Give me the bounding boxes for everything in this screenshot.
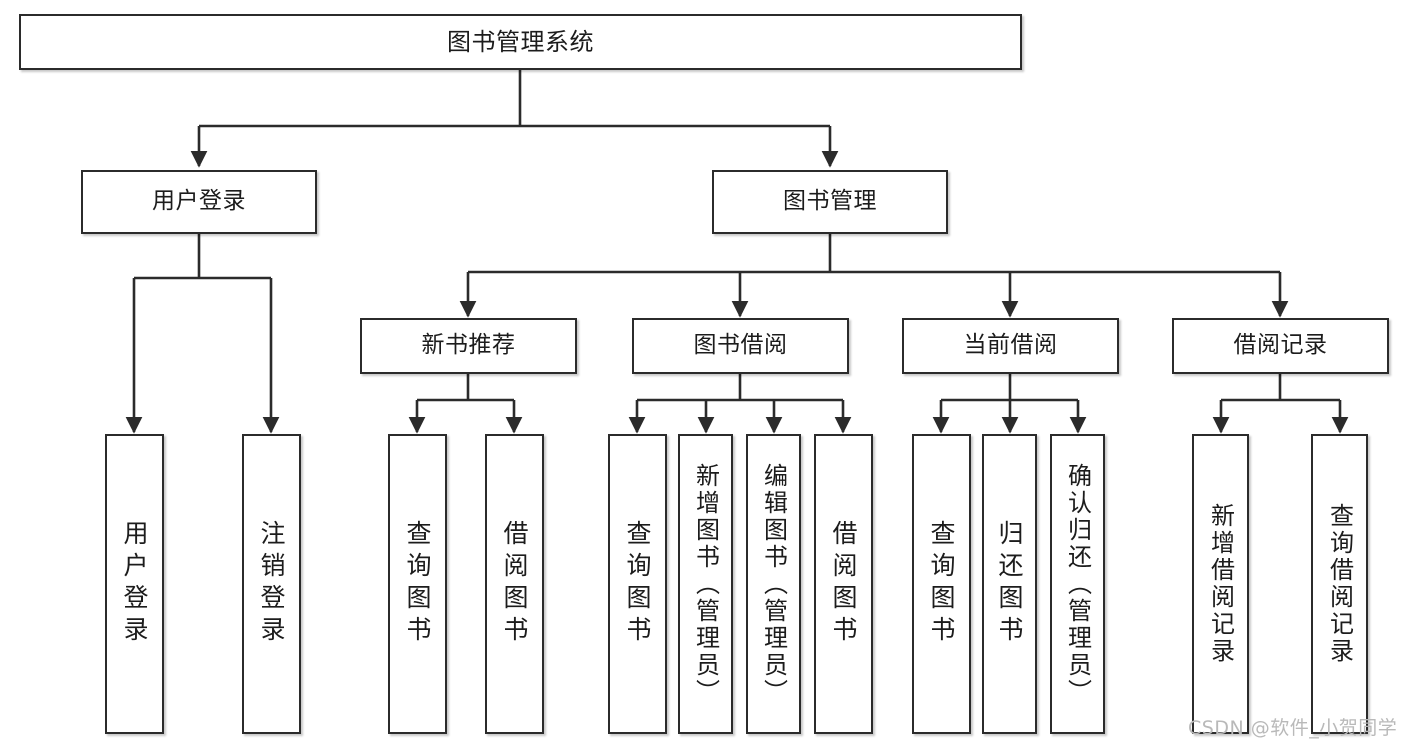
node-label: 图书管理 (783, 188, 877, 215)
node-new-book-recommend[interactable]: 新书推荐 (360, 318, 577, 374)
node-borrow-record[interactable]: 借阅记录 (1172, 318, 1389, 374)
leaf-add-borrow-record[interactable]: 新增借阅记录 (1192, 434, 1249, 734)
node-label: 新书推荐 (421, 332, 516, 359)
node-label: 用户登录 (152, 188, 246, 215)
node-label: 借阅记录 (1233, 332, 1328, 359)
leaf-query-book-borrow[interactable]: 查询图书 (608, 434, 667, 734)
node-book-management[interactable]: 图书管理 (712, 170, 948, 234)
leaf-user-login[interactable]: 用户登录 (105, 434, 164, 734)
node-label: 图书管理系统 (447, 27, 594, 56)
node-label: 编辑图书（管理员） (759, 462, 788, 706)
node-label: 新增图书（管理员） (691, 462, 720, 706)
node-label: 借阅图书 (829, 520, 858, 648)
leaf-logout[interactable]: 注销登录 (242, 434, 301, 734)
node-root-book-management-system[interactable]: 图书管理系统 (19, 14, 1022, 70)
node-label: 归还图书 (995, 520, 1024, 648)
node-label: 新增借阅记录 (1206, 503, 1235, 665)
node-label: 确认归还（管理员） (1063, 462, 1092, 706)
node-label: 用户登录 (120, 520, 149, 648)
csdn-watermark: CSDN @软件_小贺同学 (1188, 717, 1398, 739)
node-label: 注销登录 (257, 520, 286, 648)
node-book-borrow[interactable]: 图书借阅 (632, 318, 849, 374)
node-label: 借阅图书 (500, 520, 529, 648)
node-label: 查询借阅记录 (1325, 503, 1354, 665)
leaf-query-borrow-record[interactable]: 查询借阅记录 (1311, 434, 1368, 734)
node-label: 查询图书 (927, 520, 956, 648)
node-label: 图书借阅 (693, 332, 788, 359)
node-label: 查询图书 (623, 520, 652, 648)
node-user-login[interactable]: 用户登录 (81, 170, 317, 234)
node-label: 当前借阅 (963, 332, 1058, 359)
leaf-borrow-book[interactable]: 借阅图书 (814, 434, 873, 734)
node-current-borrow[interactable]: 当前借阅 (902, 318, 1119, 374)
leaf-add-book-admin[interactable]: 新增图书（管理员） (678, 434, 733, 734)
leaf-return-book[interactable]: 归还图书 (982, 434, 1037, 734)
leaf-query-book-new[interactable]: 查询图书 (388, 434, 447, 734)
leaf-query-book-current[interactable]: 查询图书 (912, 434, 971, 734)
leaf-edit-book-admin[interactable]: 编辑图书（管理员） (746, 434, 801, 734)
node-label: 查询图书 (403, 520, 432, 648)
leaf-confirm-return-admin[interactable]: 确认归还（管理员） (1050, 434, 1105, 734)
leaf-borrow-book-new[interactable]: 借阅图书 (485, 434, 544, 734)
